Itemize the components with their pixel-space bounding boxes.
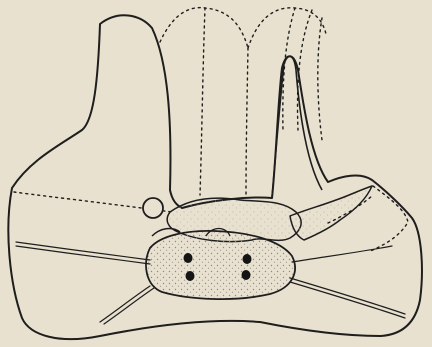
tract-left-lower-b xyxy=(104,288,154,324)
nucleus-upper-right xyxy=(243,254,252,264)
tract-right-lower xyxy=(290,278,405,314)
ventral-stippled-oval xyxy=(146,231,295,299)
tract-right-lower-b xyxy=(290,282,405,318)
dotted-inner-line-3 xyxy=(283,8,295,130)
tract-right-upper xyxy=(292,246,392,262)
dotted-inner-line-2 xyxy=(246,48,248,198)
tract-left-upper xyxy=(16,242,150,260)
nucleus-lower-left xyxy=(186,271,195,281)
nucleus-lower-right xyxy=(242,270,251,280)
dotted-inner-line-5 xyxy=(318,18,322,140)
central-right-arm xyxy=(290,186,372,240)
dotted-inner-line-1 xyxy=(200,8,205,195)
nucleus-upper-left xyxy=(184,253,193,263)
tract-left-upper-b xyxy=(16,246,150,264)
small-circular-structure xyxy=(143,198,163,218)
dotted-right-lobe xyxy=(248,8,326,48)
tract-left-lower xyxy=(100,286,150,322)
dotted-right-spur xyxy=(368,186,408,252)
right-process-outline xyxy=(272,56,322,198)
